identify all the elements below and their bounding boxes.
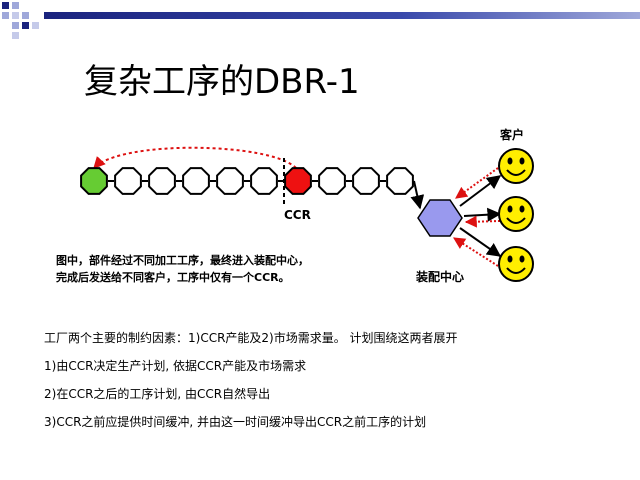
deco-square <box>12 32 19 39</box>
ccr-label: CCR <box>284 208 311 222</box>
time-buffer-arc <box>93 146 297 169</box>
start-node <box>80 167 108 195</box>
process-step-node <box>148 167 176 195</box>
process-step-node <box>318 167 346 195</box>
assembly-center-node <box>417 199 463 237</box>
deco-square <box>2 2 9 9</box>
demand-arrow-customer-1 <box>455 167 499 199</box>
customer-smiley-icon <box>498 246 534 282</box>
deco-square <box>12 2 19 9</box>
demand-arrow-customer-2 <box>464 215 501 228</box>
flow-arrow-customer-1 <box>459 175 502 207</box>
deco-square <box>12 22 19 29</box>
header-decoration <box>2 2 640 39</box>
customer-smiley-icon <box>498 148 534 184</box>
deco-square <box>12 12 19 19</box>
deco-square <box>22 22 29 29</box>
title-bar <box>44 12 640 19</box>
deco-square <box>22 12 29 19</box>
process-step-node <box>386 167 414 195</box>
process-step-node <box>352 167 380 195</box>
customer-label: 客户 <box>500 128 525 142</box>
flow-arrow-customer-3 <box>459 227 502 257</box>
process-step-node <box>182 167 210 195</box>
body-text: 工厂两个主要的制约因素：1)CCR产能及2)市场需求量。 计划围绕这两者展开 1… <box>44 324 458 436</box>
body-line: 2)在CCR之后的工序计划, 由CCR自然导出 <box>44 387 271 401</box>
process-step-node <box>250 167 278 195</box>
ccr-node <box>284 167 312 195</box>
body-line: 3)CCR之前应提供时间缓冲, 并由这一时间缓冲导出CCR之前工序的计划 <box>44 415 427 429</box>
flow-arrow-to-assembly <box>410 180 425 210</box>
body-line: 工厂两个主要的制约因素：1)CCR产能及2)市场需求量。 计划围绕这两者展开 <box>44 331 458 345</box>
process-chain <box>80 167 425 210</box>
caption-line: 图中，部件经过不同加工工序，最终进入装配中心， <box>56 254 309 267</box>
deco-square <box>2 12 9 19</box>
deco-square <box>32 22 39 29</box>
assembly-label: 装配中心 <box>416 270 465 284</box>
body-line: 1)由CCR决定生产计划, 依据CCR产能及市场需求 <box>44 359 307 373</box>
demand-arrow-customer-3 <box>452 237 499 267</box>
diagram-caption: 图中，部件经过不同加工工序，最终进入装配中心， 完成后发送给不同客户，工序中仅有… <box>56 252 386 286</box>
process-step-node <box>216 167 244 195</box>
page-title: 复杂工序的DBR-1 <box>84 62 360 102</box>
caption-line: 完成后发送给不同客户，工序中仅有一个CCR。 <box>56 271 290 284</box>
customers-group <box>498 148 534 282</box>
process-step-node <box>114 167 142 195</box>
customer-smiley-icon <box>498 196 534 232</box>
flow-arrow-customer-2 <box>463 207 502 222</box>
